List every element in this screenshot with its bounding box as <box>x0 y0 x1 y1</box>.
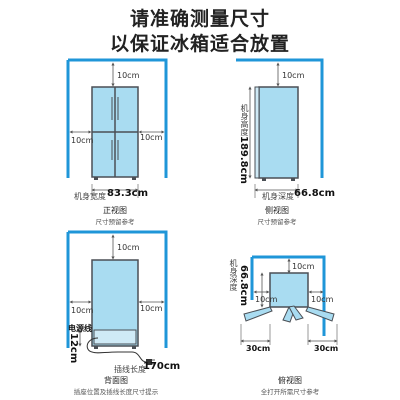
top-view <box>240 255 338 345</box>
top-note: 全打开所需尺寸参考 <box>260 388 320 396</box>
front-width-value: 83.3cm <box>107 188 149 199</box>
back-top-gap: 10cm <box>117 243 140 252</box>
side-top-gap: 10cm <box>282 71 305 80</box>
top-top-gap: 10cm <box>292 262 315 271</box>
front-wall <box>66 58 168 178</box>
front-note: 尺寸预留参考 <box>95 218 135 226</box>
back-power-value: 12cm <box>68 333 79 364</box>
back-caption: 背面图 <box>104 376 128 385</box>
top-left-open: 30cm <box>246 344 271 353</box>
side-depth-label: 机身深度 <box>262 192 294 201</box>
header-title-line2: 以保证冰箱适合放置 <box>109 33 290 55</box>
front-caption: 正视图 <box>103 206 127 215</box>
top-caption: 俯视图 <box>278 376 302 385</box>
front-view <box>66 58 168 198</box>
top-depth-value: 66.8cm <box>238 265 249 307</box>
side-caption: 侧视图 <box>265 206 289 215</box>
front-left-gap: 10cm <box>71 136 94 145</box>
back-view <box>66 230 168 365</box>
back-note: 插座位置及插线长度尺寸提示 <box>73 388 159 396</box>
plug-icon <box>146 359 152 365</box>
side-view <box>236 58 324 198</box>
side-fridge-body <box>258 86 299 179</box>
side-note: 尺寸预留参考 <box>257 218 297 226</box>
back-wall <box>66 230 168 348</box>
back-power-label: 电源线 <box>68 324 92 333</box>
side-height-value: 189.8cm <box>238 136 249 184</box>
top-right-gap: 10cm <box>311 295 334 304</box>
back-left-gap: 10cm <box>71 306 94 315</box>
front-right-gap: 10cm <box>140 133 163 142</box>
back-right-gap: 10cm <box>140 304 163 313</box>
side-height-label: 机身高度 <box>240 104 249 136</box>
top-left-gap: 10cm <box>255 295 278 304</box>
side-wall <box>236 58 324 178</box>
top-right-open: 30cm <box>314 344 339 353</box>
back-plug-value: 170cm <box>143 361 181 372</box>
front-top-gap: 10cm <box>117 71 140 80</box>
power-cord <box>86 337 147 363</box>
side-depth-value: 66.8cm <box>294 188 336 199</box>
header-title-line1: 请准确测量尺寸 <box>129 8 270 30</box>
back-plug-label: 插线长度 <box>114 365 146 374</box>
top-wall <box>252 255 326 336</box>
top-depth-label: 机身深度 <box>229 259 238 291</box>
front-width-label: 机身宽度 <box>74 192 106 201</box>
